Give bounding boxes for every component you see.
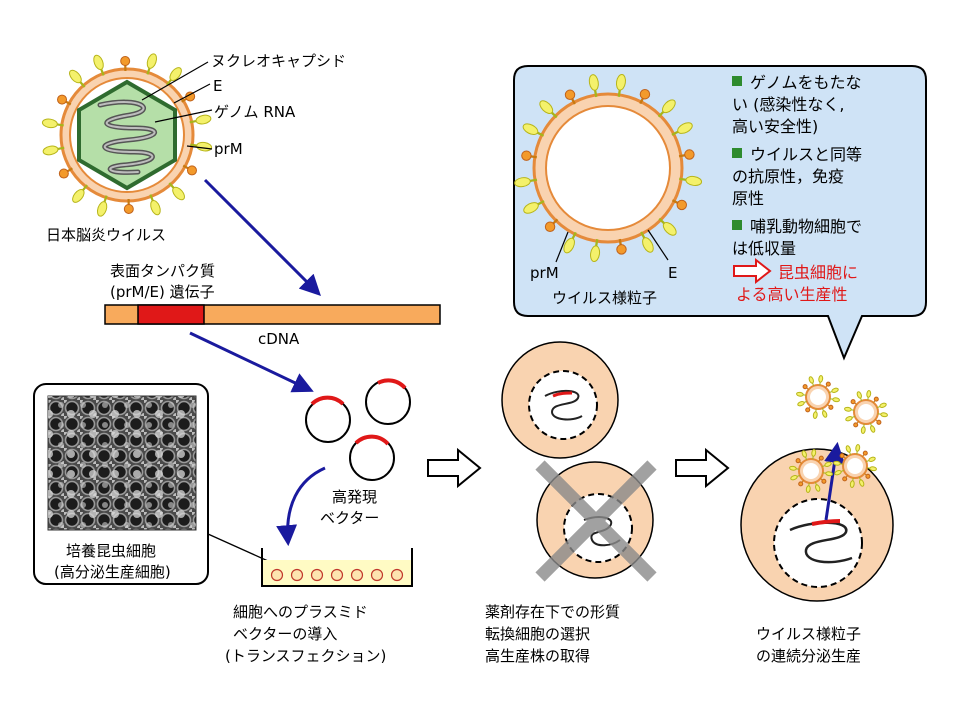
step2-line2: 転換細胞の選択 (485, 625, 590, 643)
bullet-3-line1: 哺乳動物細胞で (750, 217, 862, 236)
prm-e-gene-segment (138, 305, 204, 324)
hollow-arrow-2 (676, 450, 728, 486)
step2-line1: 薬剤存在下での形質 (485, 603, 620, 621)
bullet-1-line1: ゲノムをもたな (750, 73, 862, 92)
photo-to-dish-leader (208, 534, 268, 561)
bullet-3-line2: は低収量 (732, 239, 796, 258)
bullet-1-line3: 高い安全性) (732, 117, 818, 136)
vector-label-line1: 高発現 (332, 488, 377, 506)
envelope-label: E (213, 77, 222, 95)
bullet-2-line2: の抗原性，免疫 (732, 167, 844, 186)
vlp-callout-caption: ウイルス様粒子 (552, 289, 657, 307)
bullet-2-line1: ウイルスと同等 (750, 145, 862, 164)
vlp-e-label: E (668, 264, 677, 282)
cdna-label: cDNA (258, 330, 300, 348)
plasmid-vectors (306, 380, 410, 480)
step1-line1: 細胞へのプラスミド (233, 603, 368, 621)
step2-line3: 高生産株の取得 (485, 647, 590, 665)
vlp-prm-label: prM (530, 264, 559, 282)
gene-caption-line1: 表面タンパク質 (110, 262, 215, 280)
mini-vlp (844, 390, 887, 433)
hollow-arrow-1 (428, 450, 480, 486)
selected-cell (502, 342, 618, 458)
highlight-line2: よる高い生産性 (736, 285, 848, 304)
culture-dish (262, 548, 412, 586)
cell-photo-caption-line2: (高分泌生産細胞) (54, 563, 171, 581)
arrow-vector-to-dish (288, 468, 325, 542)
prm-label: prM (214, 140, 243, 158)
capsid-label: ヌクレオキャプシド (211, 52, 346, 70)
highlight-line1: 昆虫細胞に (778, 263, 858, 282)
step3-line1: ウイルス様粒子 (756, 625, 861, 643)
vector-label-line2: ベクター (320, 509, 379, 527)
vlp-callout (514, 66, 926, 358)
step1-line2: ベクターの導入 (233, 625, 337, 643)
virus-illustration (42, 53, 212, 218)
bullet-1-line2: い (感染性なく, (732, 95, 844, 114)
step3-line2: の連続分泌生産 (756, 647, 861, 665)
arrow-virus-to-gene (205, 180, 318, 293)
mini-vlp (796, 375, 839, 418)
virus-caption: 日本脳炎ウイルス (46, 226, 166, 244)
cdna-bar (105, 305, 440, 324)
genome-label: ゲノム RNA (214, 103, 296, 121)
cell-photo-caption-line1: 培養昆虫細胞 (66, 542, 156, 560)
bullet-2-line3: 原性 (732, 189, 764, 208)
step1-line3: (トランスフェクション) (225, 647, 386, 665)
rejected-cell (537, 462, 653, 578)
gene-caption-line2: (prM/E) 遺伝子 (110, 283, 215, 301)
